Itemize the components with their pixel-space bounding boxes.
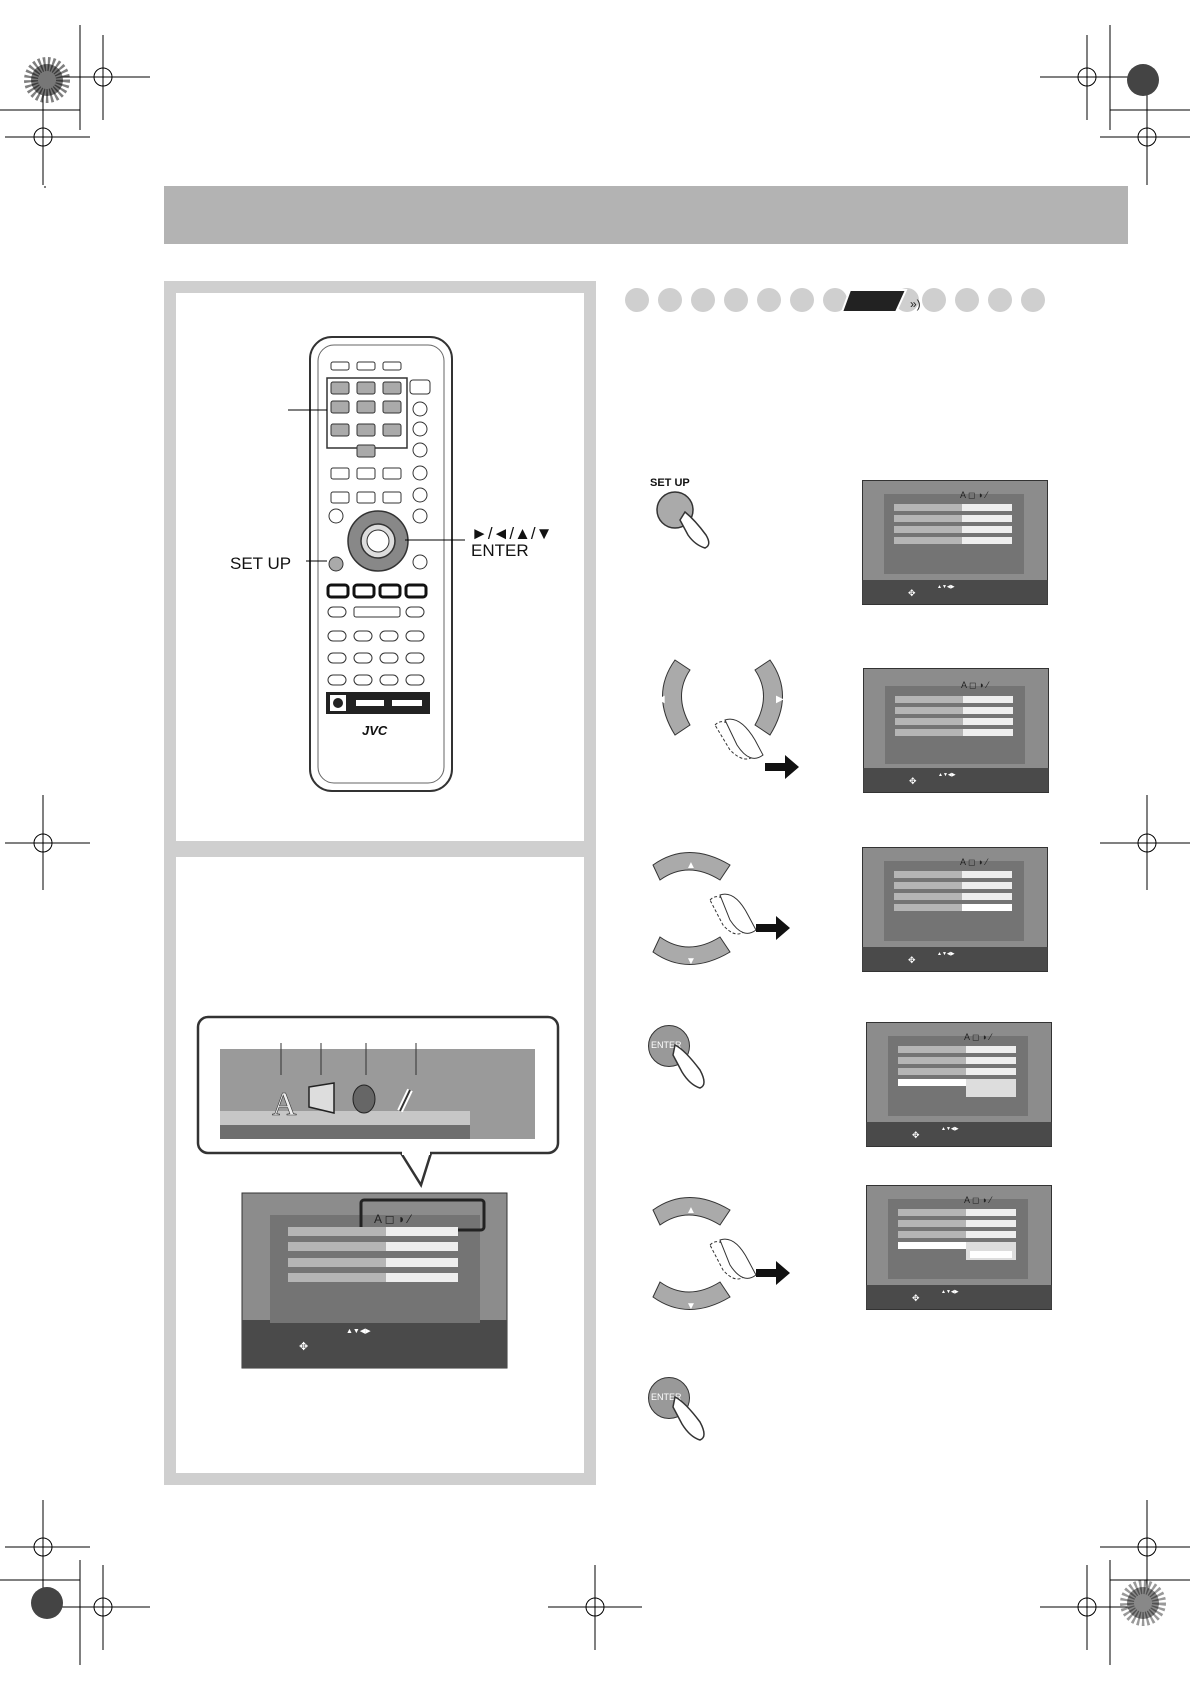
svg-text:A ◻ ◗ ⁄: A ◻ ◗ ⁄ — [964, 1032, 993, 1042]
svg-text:✥: ✥ — [912, 1130, 920, 1140]
setup-button-caption: SET UP — [650, 477, 690, 489]
svg-text:▶: ▶ — [776, 694, 784, 705]
header-bar — [164, 186, 1128, 244]
svg-text:A ◻ ◗ ⁄: A ◻ ◗ ⁄ — [964, 1195, 993, 1205]
svg-text:A: A — [272, 1086, 297, 1123]
screen-3: A ◻ ◗ ⁄ ✥ ▲▼◀▶ — [862, 847, 1048, 972]
registration-mark-icon — [60, 35, 150, 120]
enter-caption-1: ENTER — [651, 1040, 682, 1050]
svg-text:✥: ✥ — [908, 588, 916, 598]
svg-text:▼: ▼ — [686, 1301, 696, 1312]
screen-5: A ◻ ◗ ⁄ ✥ ▲▼◀▶ — [866, 1185, 1052, 1310]
arrow-label: ►/◄/▲/▼ — [471, 524, 553, 543]
svg-text:▼: ▼ — [686, 956, 696, 967]
picture-icon — [308, 1082, 335, 1114]
screen-4: A ◻ ◗ ⁄ ✥ ▲▼◀▶ — [866, 1022, 1052, 1147]
menu-icon-zoom: A A ◻ ◗ ⁄ ✥ ▲▼◀▶ — [196, 1015, 560, 1369]
enter-label: ENTER — [471, 541, 529, 560]
svg-text:✥: ✥ — [908, 955, 916, 965]
svg-text:✥: ✥ — [299, 1341, 308, 1353]
svg-text:A ◻ ◗ ⁄: A ◻ ◗ ⁄ — [960, 857, 989, 867]
hand-icon — [672, 1043, 705, 1089]
audio-icon — [352, 1084, 376, 1114]
svg-text:✥: ✥ — [912, 1293, 920, 1303]
remote-control — [309, 336, 453, 792]
svg-text:◀: ◀ — [657, 694, 665, 705]
remote-callouts — [288, 409, 465, 562]
section-dots: ») — [625, 288, 1045, 313]
setup-label: SET UP — [230, 554, 292, 573]
svg-text:▲▼◀▶: ▲▼◀▶ — [937, 951, 955, 957]
svg-text:▲▼◀▶: ▲▼◀▶ — [938, 772, 956, 778]
language-icon: A — [272, 1086, 298, 1124]
screen-1: A ◻ ◗ ⁄ ✥ ▲▼◀▶ — [862, 480, 1048, 605]
enter-caption-2: ENTER — [651, 1392, 682, 1402]
svg-text:▲: ▲ — [686, 860, 696, 871]
left-right-press: ◀▶ — [657, 659, 799, 779]
svg-text:▲▼◀▶: ▲▼◀▶ — [941, 1289, 959, 1295]
svg-text:A ◻ ◗ ⁄: A ◻ ◗ ⁄ — [374, 1212, 413, 1226]
up-down-press-2: ▲▼ — [652, 1197, 790, 1312]
svg-text:▲▼◀▶: ▲▼◀▶ — [941, 1126, 959, 1132]
svg-text:▲▼◀▶: ▲▼◀▶ — [346, 1328, 371, 1335]
svg-text:▲▼◀▶: ▲▼◀▶ — [937, 584, 955, 590]
svg-text:A ◻ ◗ ⁄: A ◻ ◗ ⁄ — [961, 680, 990, 690]
setup-button-press — [656, 491, 710, 549]
hand-icon — [724, 718, 764, 759]
enter-hand-1 — [672, 1043, 705, 1089]
svg-text:✥: ✥ — [909, 776, 917, 786]
svg-text:▲: ▲ — [686, 1205, 696, 1216]
up-down-press: ▲▼ — [652, 852, 790, 967]
arrow-right-icon — [756, 916, 790, 940]
svg-text:A ◻ ◗ ⁄: A ◻ ◗ ⁄ — [960, 490, 989, 500]
svg-text:»): ») — [910, 297, 921, 311]
wrench-icon — [397, 1088, 413, 1113]
arrow-right-icon — [756, 1261, 790, 1285]
hand-icon — [672, 1395, 705, 1441]
remote-brand-label: JVC — [362, 723, 388, 738]
screen-2: A ◻ ◗ ⁄ ✥ ▲▼◀▶ — [863, 668, 1049, 793]
menu-panel — [164, 845, 596, 1485]
hand-icon — [679, 510, 710, 549]
arrow-right-icon — [765, 755, 799, 779]
starburst-icon — [24, 57, 1166, 1626]
enter-hand-2 — [672, 1395, 705, 1441]
